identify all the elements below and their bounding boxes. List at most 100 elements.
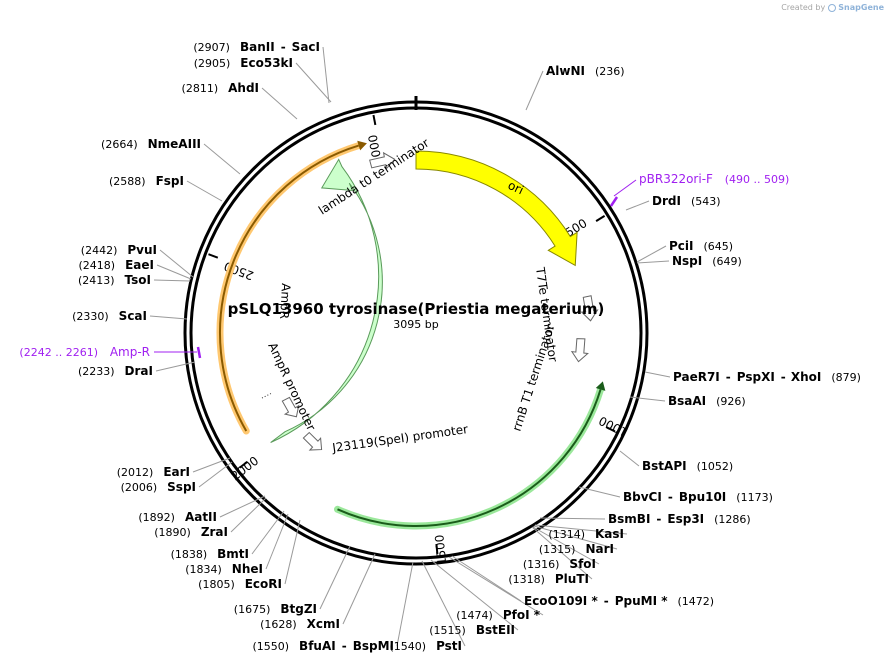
enzyme-position: (2664)	[101, 138, 138, 151]
tick-label: 1500	[432, 534, 449, 566]
enzyme-site[interactable]: (1675) BtgZI	[234, 602, 317, 616]
enzyme-position: (2905)	[194, 57, 231, 70]
enzyme-site[interactable]: (2413) TsoI	[78, 273, 151, 287]
enzyme-separator: -	[604, 594, 609, 608]
enzyme-name: NheI	[232, 562, 263, 576]
enzyme-position: (2588)	[109, 175, 146, 188]
enzyme-site[interactable]: (2664)NmeAIII	[101, 137, 201, 151]
enzyme-separator: -	[281, 40, 286, 54]
enzyme-leader-line	[261, 87, 298, 120]
tick-mark	[595, 215, 606, 223]
enzyme-site[interactable]: (2012)EarI	[117, 465, 190, 479]
enzyme-position: (1315)	[539, 543, 576, 556]
enzyme-site[interactable]: (2905)Eco53kI	[194, 56, 293, 70]
enzyme-leader-line	[636, 245, 667, 263]
enzyme-name: PpuMI *	[615, 594, 669, 608]
enzyme-position: (879)	[831, 371, 861, 384]
attribution-prefix: Created by	[781, 3, 826, 12]
enzyme-leader-line	[251, 510, 285, 555]
enzyme-leader-line	[186, 180, 223, 202]
enzyme-name: DraI	[125, 364, 153, 378]
enzyme-site[interactable]: BsaAI (926)	[668, 394, 746, 408]
primer-amp-r[interactable]: (2242 .. 2261) Amp-R	[19, 345, 150, 359]
backbone-outer	[183, 100, 649, 566]
enzyme-site[interactable]: PciI(645)	[669, 239, 733, 253]
enzyme-site[interactable]: BstAPI(1052)	[642, 459, 733, 473]
enzyme-name: BmtI	[217, 547, 249, 561]
enzyme-site[interactable]: BbvCI-Bpu10I(1173)	[623, 490, 773, 504]
enzyme-site[interactable]: (2811)AhdI	[182, 81, 259, 95]
enzyme-position: (236)	[595, 65, 625, 78]
enzyme-site[interactable]: (2442)PvuI	[81, 243, 157, 257]
enzyme-site[interactable]: (2588)FspI	[109, 174, 184, 188]
enzyme-site[interactable]: (1550)BfuAI-BspMI	[252, 639, 394, 653]
enzyme-site[interactable]: (1315) NarI	[539, 542, 614, 556]
enzyme-site[interactable]: (2233)DraI	[78, 364, 153, 378]
enzyme-site[interactable]: (2330) ScaI	[72, 309, 147, 323]
enzyme-leader-line	[532, 526, 600, 565]
enzyme-site[interactable]: (1805) EcoRI	[198, 577, 282, 591]
enzyme-site[interactable]: EcoO109I *-PpuMI *(1472)	[524, 594, 714, 608]
enzyme-name: BsaAI	[668, 394, 706, 408]
enzyme-name: BanII	[240, 40, 275, 54]
enzyme-position: (926)	[716, 395, 746, 408]
feature-ampr[interactable]	[270, 158, 383, 443]
enzyme-site[interactable]: (2907)BanII-SacI	[193, 40, 320, 54]
feature-ampr-promoter[interactable]	[281, 396, 300, 418]
enzyme-site[interactable]: DrdI(543)	[652, 194, 721, 208]
enzyme-site[interactable]: (1540)PstI	[389, 639, 462, 653]
enzyme-site[interactable]: BsmBI-Esp3I(1286)	[608, 512, 751, 526]
primer-pbr322ori-f[interactable]: pBR322ori-F (490 .. 509)	[639, 172, 789, 186]
enzyme-site[interactable]: (1838)BmtI	[171, 547, 249, 561]
enzyme-name: EcoRI	[245, 577, 282, 591]
enzyme-name: ScaI	[119, 309, 147, 323]
enzyme-site[interactable]: NspI(649)	[672, 254, 742, 268]
feature-label-ampr-promoter: AmpR promoter	[265, 340, 318, 432]
enzyme-site[interactable]: (2418)EaeI	[79, 258, 154, 272]
enzyme-position: (1805)	[198, 578, 235, 591]
enzyme-position: (1472)	[678, 595, 715, 608]
enzyme-position: (645)	[704, 240, 734, 253]
feature-rrnb-t1[interactable]	[570, 338, 589, 363]
enzyme-site[interactable]: AlwNI(236)	[546, 64, 625, 78]
enzyme-site[interactable]: (2006)SspI	[121, 480, 196, 494]
enzyme-leader-line	[198, 461, 233, 488]
enzyme-site[interactable]: (1892)AatII	[138, 510, 217, 524]
enzyme-name: PaeR7I	[673, 370, 720, 384]
enzyme-leader-line	[534, 524, 628, 535]
enzyme-leader-line	[539, 517, 606, 520]
enzyme-site[interactable]: (1834) NheI	[185, 562, 263, 576]
feature-t7te[interactable]	[580, 295, 599, 322]
enzyme-position: (1834)	[185, 563, 222, 576]
enzyme-leader-line	[421, 560, 466, 647]
enzyme-site[interactable]: (1318)PluTI	[508, 572, 589, 586]
primer-leader-pbr322ori-f	[613, 179, 637, 197]
enzyme-leader-line	[192, 457, 231, 473]
feature-lambda-t0[interactable]	[369, 151, 396, 170]
enzyme-name: BtgZI	[280, 602, 317, 616]
enzyme-name: BstEII	[476, 623, 515, 637]
enzyme-leader-line	[525, 70, 544, 111]
enzyme-labels: (2907)BanII-SacI (2905)Eco53kI (2811)AhdI (…	[72, 40, 861, 653]
enzyme-position: (2413)	[78, 274, 115, 287]
enzyme-position: (543)	[691, 195, 721, 208]
enzyme-site[interactable]: (1316)SfoI	[523, 557, 596, 571]
enzyme-site[interactable]: (1628)XcmI	[260, 617, 340, 631]
enzyme-position: (2330)	[72, 310, 109, 323]
feature-j23119[interactable]	[302, 431, 323, 451]
enzyme-leader-line	[295, 62, 332, 103]
feature-ori[interactable]	[415, 150, 578, 267]
enzyme-leader-line	[396, 561, 414, 647]
enzyme-site[interactable]: (1314)KasI	[548, 527, 624, 541]
enzyme-name: NarI	[585, 542, 614, 556]
enzyme-site[interactable]: (1890)ZraI	[154, 525, 228, 539]
enzyme-position: (1314)	[548, 528, 585, 541]
enzyme-site[interactable]: PaeR7I-PspXI-XhoI(879)	[673, 370, 861, 384]
enzyme-name: PfoI *	[503, 608, 541, 622]
enzyme-site[interactable]: (1515)BstEII	[429, 623, 515, 637]
enzyme-site[interactable]: (1474)PfoI *	[456, 608, 540, 622]
enzyme-name: BspMI	[353, 639, 394, 653]
primer-mark-amp-r	[196, 346, 202, 359]
enzyme-name: TsoI	[125, 273, 151, 287]
enzyme-position: (1675)	[234, 603, 271, 616]
